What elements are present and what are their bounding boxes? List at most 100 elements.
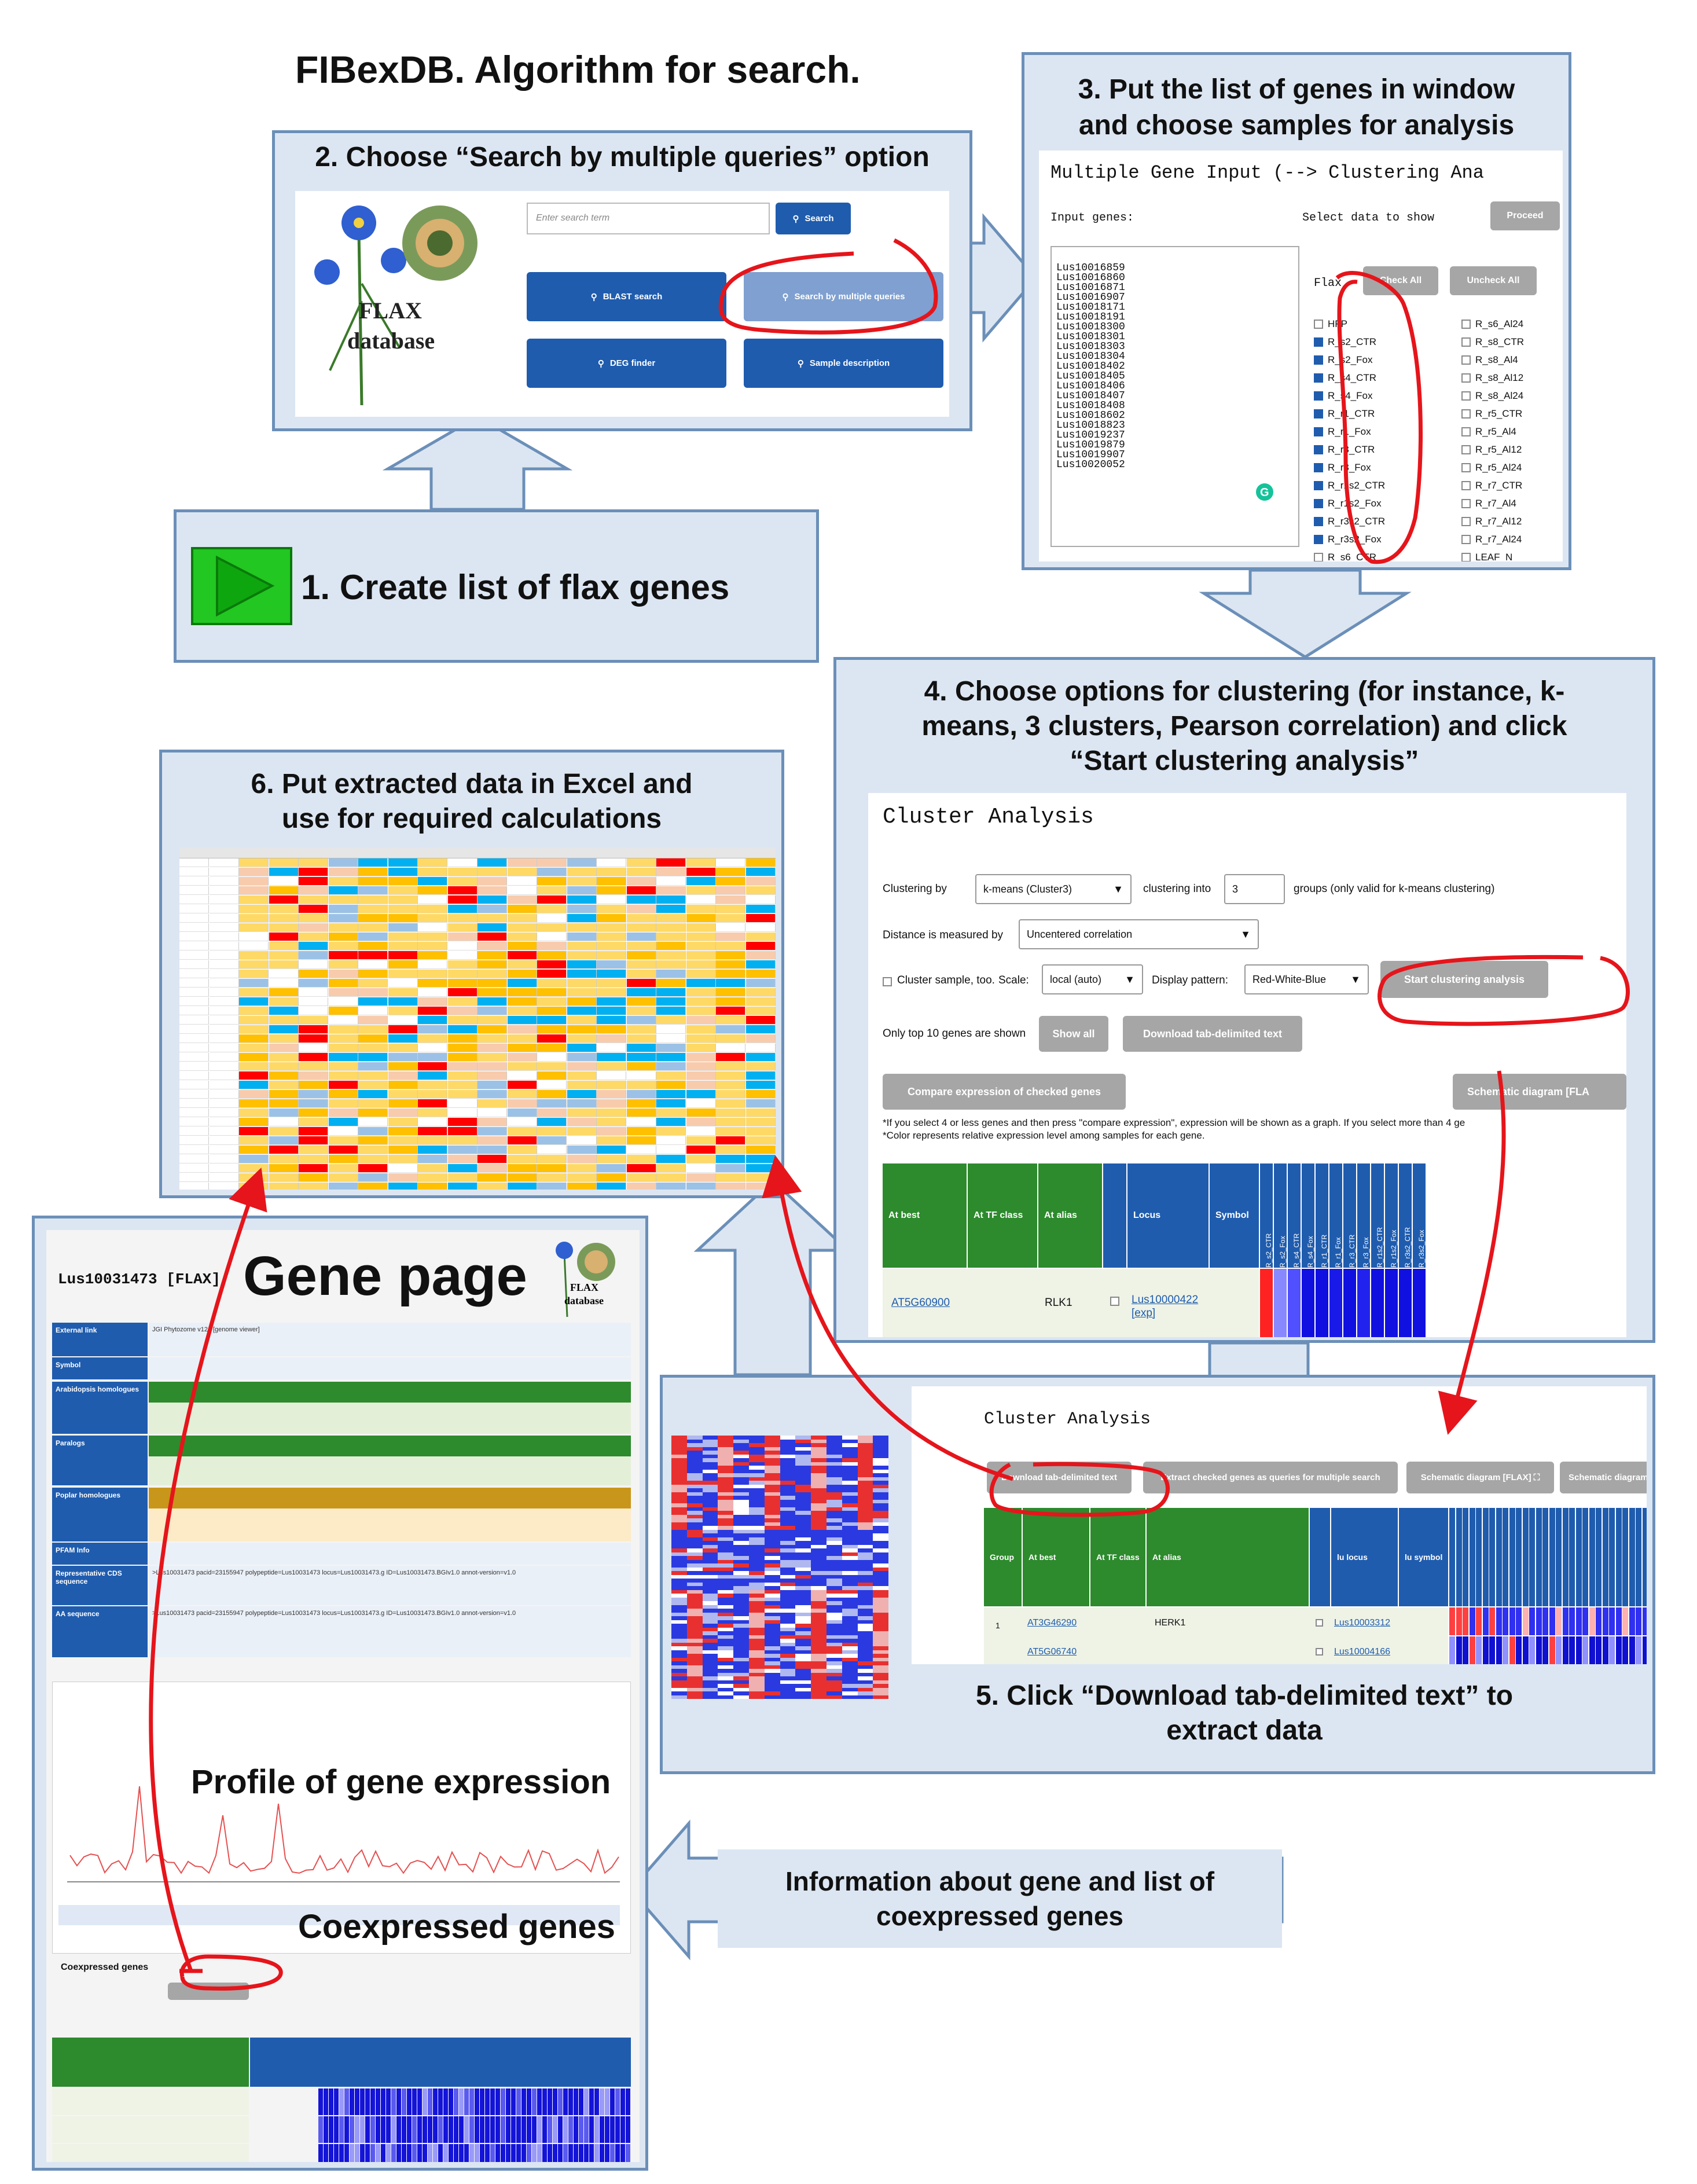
sample-item-right[interactable]: R_r7_Al12 [1461,516,1522,527]
sample-checkbox[interactable] [1314,427,1323,436]
row-checkbox-1[interactable] [1316,1619,1323,1627]
sample-checkbox[interactable] [1461,373,1471,383]
sample-item-right[interactable]: R_r5_Al12 [1461,444,1522,456]
heatmap-cell [1449,1607,1455,1635]
sample-item-left[interactable]: R_r1_CTR [1314,408,1375,420]
sample-item-right[interactable]: LEAF_N [1461,552,1512,561]
heatmap-cell [702,1466,718,1470]
sample-item-left[interactable]: R_r3_CTR [1314,444,1375,456]
sample-item-left[interactable]: R_r3s2_CTR [1314,516,1385,527]
clustering-method-select[interactable]: k-means (Cluster3)▼ [975,874,1132,904]
heatmap-cell [873,1631,888,1635]
cluster-count-input[interactable]: 3 [1224,874,1285,904]
excel-cell [716,1007,745,1015]
exp-link[interactable]: [exp] [1132,1307,1156,1319]
sample-item-right[interactable]: R_s8_Al24 [1461,390,1523,402]
sample-item-right[interactable]: R_s8_Al12 [1461,372,1523,384]
uncheck-all-button[interactable]: Uncheck All [1450,266,1537,295]
sample-item-right[interactable]: R_s8_CTR [1461,336,1524,348]
multiple-queries-button[interactable]: ⚲Search by multiple queries [744,272,943,321]
sample-checkbox[interactable] [1314,445,1323,454]
sample-item-right[interactable]: R_r7_Al4 [1461,498,1516,509]
schematic-flax-button[interactable]: Schematic diagram [FLAX] ⛶ [1406,1462,1554,1493]
sample-item-left[interactable]: R_r3_Fox [1314,462,1371,473]
sample-checkbox[interactable] [1314,337,1323,347]
sample-item-right[interactable]: R_r5_CTR [1461,408,1522,420]
search-input[interactable]: Enter search term [527,203,770,234]
sample-checkbox[interactable] [1461,337,1471,347]
sample-description-button[interactable]: ⚲Sample description [744,339,943,388]
row-checkbox-2[interactable] [1316,1648,1323,1656]
heatmap-cell [527,2144,531,2162]
sample-checkbox[interactable] [1314,463,1323,472]
heatmap-cell [1274,1269,1287,1337]
scale-select[interactable]: local (auto)▼ [1042,964,1143,994]
proceed-button[interactable]: Proceed [1490,201,1560,230]
excel-cell [537,1025,567,1034]
excel-cell [597,923,626,932]
at-best-link-1[interactable]: AT3G46290 [1027,1618,1077,1628]
sample-item-left[interactable]: R_s4_Fox [1314,390,1372,402]
at-best-link-2[interactable]: AT5G06740 [1027,1647,1077,1657]
distance-select[interactable]: Uncentered correlation▼ [1019,919,1259,949]
sample-item-right[interactable]: R_s8_Al4 [1461,354,1518,366]
sample-checkbox[interactable] [1461,517,1471,526]
heatmap-cell [827,1571,842,1575]
sample-item-left[interactable]: R_r1s2_CTR [1314,480,1385,491]
heatmap-cell [857,1507,873,1511]
excel-cell [447,1025,477,1034]
sample-checkbox[interactable] [1314,320,1323,329]
locus-link-1[interactable]: Lus10003312 [1334,1618,1390,1628]
sample-item-right[interactable]: R_r7_CTR [1461,480,1522,491]
sample-item-right[interactable]: R_r7_Al24 [1461,534,1522,545]
sample-checkbox[interactable] [1314,499,1323,508]
sample-checkbox[interactable] [1314,409,1323,419]
schematic-poplar-button[interactable]: Schematic diagram [POPLAR] ⛶ [1560,1462,1647,1493]
sample-checkbox[interactable] [1461,535,1471,544]
heatmap-cell [764,1544,780,1549]
heatmap-cell [795,1496,811,1500]
sample-checkbox[interactable] [1314,355,1323,365]
sample-checkbox[interactable] [1314,391,1323,401]
sample-item-left[interactable]: R_s4_CTR [1314,372,1376,384]
heatmap-cell [568,2088,573,2115]
show-all-button[interactable]: Show all [1039,1016,1108,1052]
sample-checkbox[interactable] [1461,355,1471,365]
excel-cell [477,1025,507,1034]
sample-checkbox[interactable] [1461,481,1471,490]
sample-item-right[interactable]: R_r5_Al4 [1461,426,1516,438]
sample-checkbox[interactable] [1461,445,1471,454]
extract-checked-button[interactable]: Extract checked genes as queries for mul… [1143,1462,1398,1493]
sample-checkbox[interactable] [1314,517,1323,526]
sample-checkbox[interactable] [1314,535,1323,544]
excel-cell [418,923,447,932]
sample-checkbox[interactable] [1461,499,1471,508]
sample-checkbox[interactable] [1314,481,1323,490]
sample-item-left[interactable]: R_r1_Fox [1314,426,1371,438]
locus-link-2[interactable]: Lus10004166 [1334,1647,1390,1657]
deg-finder-button[interactable]: ⚲DEG finder [527,339,726,388]
sample-checkbox[interactable] [1461,391,1471,401]
search-button[interactable]: ⚲Search [776,203,851,234]
sample-checkbox[interactable] [1314,373,1323,383]
locus-link[interactable]: Lus10000422 [1132,1294,1199,1306]
cluster-sample-checkbox[interactable] [883,977,892,986]
sample-checkbox[interactable] [1461,427,1471,436]
sample-checkbox[interactable] [1461,463,1471,472]
download-tab-button[interactable]: Download tab-delimited text [1123,1016,1302,1052]
compare-expression-button[interactable]: Compare expression of checked genes [883,1074,1126,1110]
row-checkbox[interactable] [1110,1297,1119,1306]
excel-cell [656,1062,686,1071]
sample-item-left[interactable]: R_r1s2_Fox [1314,498,1382,509]
blast-search-button[interactable]: ⚲BLAST search [527,272,726,321]
sample-checkbox[interactable] [1314,553,1323,561]
display-pattern-select[interactable]: Red-White-Blue▼ [1244,964,1369,994]
download-coexp-button[interactable] [168,1983,249,2000]
sample-checkbox[interactable] [1461,409,1471,419]
sample-checkbox[interactable] [1461,553,1471,561]
sample-item-right[interactable]: R_s6_Al24 [1461,318,1523,330]
excel-cell [447,1136,477,1145]
sample-item-right[interactable]: R_r5_Al24 [1461,462,1522,473]
sample-checkbox[interactable] [1461,320,1471,329]
